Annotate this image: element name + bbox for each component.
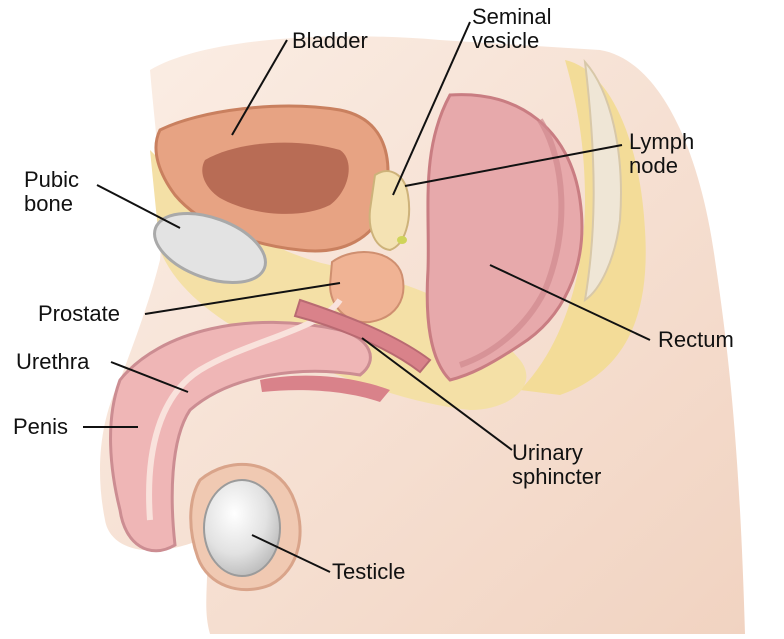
label-seminal-vesicle: Seminal vesicle	[472, 5, 551, 53]
label-bladder: Bladder	[292, 29, 368, 53]
label-lymph-node: Lymph node	[629, 130, 694, 178]
label-urinary-sphincter: Urinary sphincter	[512, 441, 601, 489]
label-urethra: Urethra	[16, 350, 89, 374]
label-urethra-text: Urethra	[16, 350, 89, 374]
label-lymph-node-line2: node	[629, 154, 694, 178]
label-prostate: Prostate	[38, 302, 120, 326]
testicle	[204, 480, 280, 576]
label-penis: Penis	[13, 415, 68, 439]
label-rectum-text: Rectum	[658, 328, 734, 352]
label-seminal-vesicle-line1: Seminal	[472, 5, 551, 29]
label-prostate-text: Prostate	[38, 302, 120, 326]
label-testicle-text: Testicle	[332, 560, 405, 584]
label-penis-text: Penis	[13, 415, 68, 439]
prostate	[330, 252, 403, 322]
label-testicle: Testicle	[332, 560, 405, 584]
label-lymph-node-line1: Lymph	[629, 130, 694, 154]
label-urinary-sphincter-line1: Urinary	[512, 441, 601, 465]
label-pubic-bone-line1: Pubic	[24, 168, 79, 192]
label-bladder-text: Bladder	[292, 29, 368, 53]
label-seminal-vesicle-line2: vesicle	[472, 29, 551, 53]
label-rectum: Rectum	[658, 328, 734, 352]
label-pubic-bone: Pubic bone	[24, 168, 79, 216]
label-urinary-sphincter-line2: sphincter	[512, 465, 601, 489]
label-pubic-bone-line2: bone	[24, 192, 79, 216]
lymph-node	[397, 236, 407, 244]
